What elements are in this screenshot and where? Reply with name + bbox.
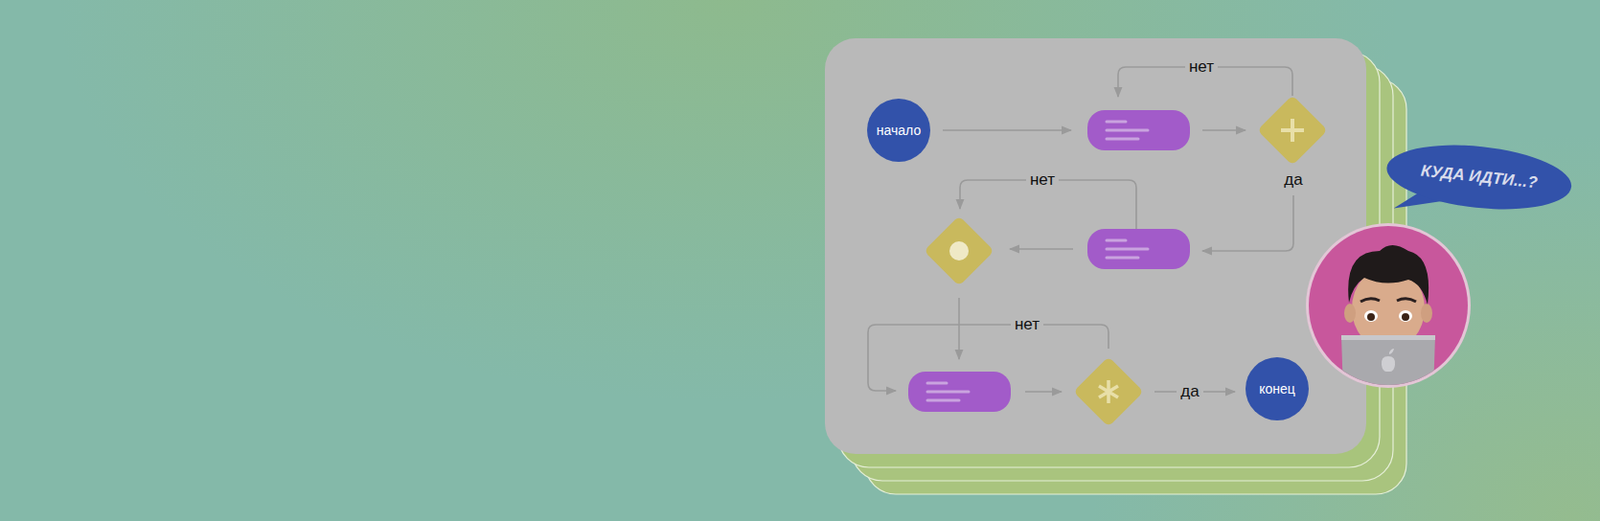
decision-diamonds bbox=[923, 94, 1328, 428]
edge-label: нет bbox=[1026, 170, 1059, 190]
edge-label: да bbox=[1280, 170, 1306, 190]
avatar bbox=[1305, 223, 1471, 393]
edge-label: нет bbox=[1010, 315, 1044, 335]
end-circle: конец bbox=[1245, 357, 1309, 421]
node-text: начало bbox=[876, 122, 921, 138]
edge-label: да bbox=[1176, 382, 1203, 402]
edge-label: нет bbox=[1185, 57, 1218, 77]
process-boxes bbox=[908, 110, 1190, 412]
node-text: конец bbox=[1258, 381, 1296, 397]
start-circle: начало bbox=[867, 98, 931, 162]
speech-bubble: КУДА ИДТИ...? bbox=[1383, 137, 1575, 218]
flow-arrows bbox=[868, 67, 1294, 392]
